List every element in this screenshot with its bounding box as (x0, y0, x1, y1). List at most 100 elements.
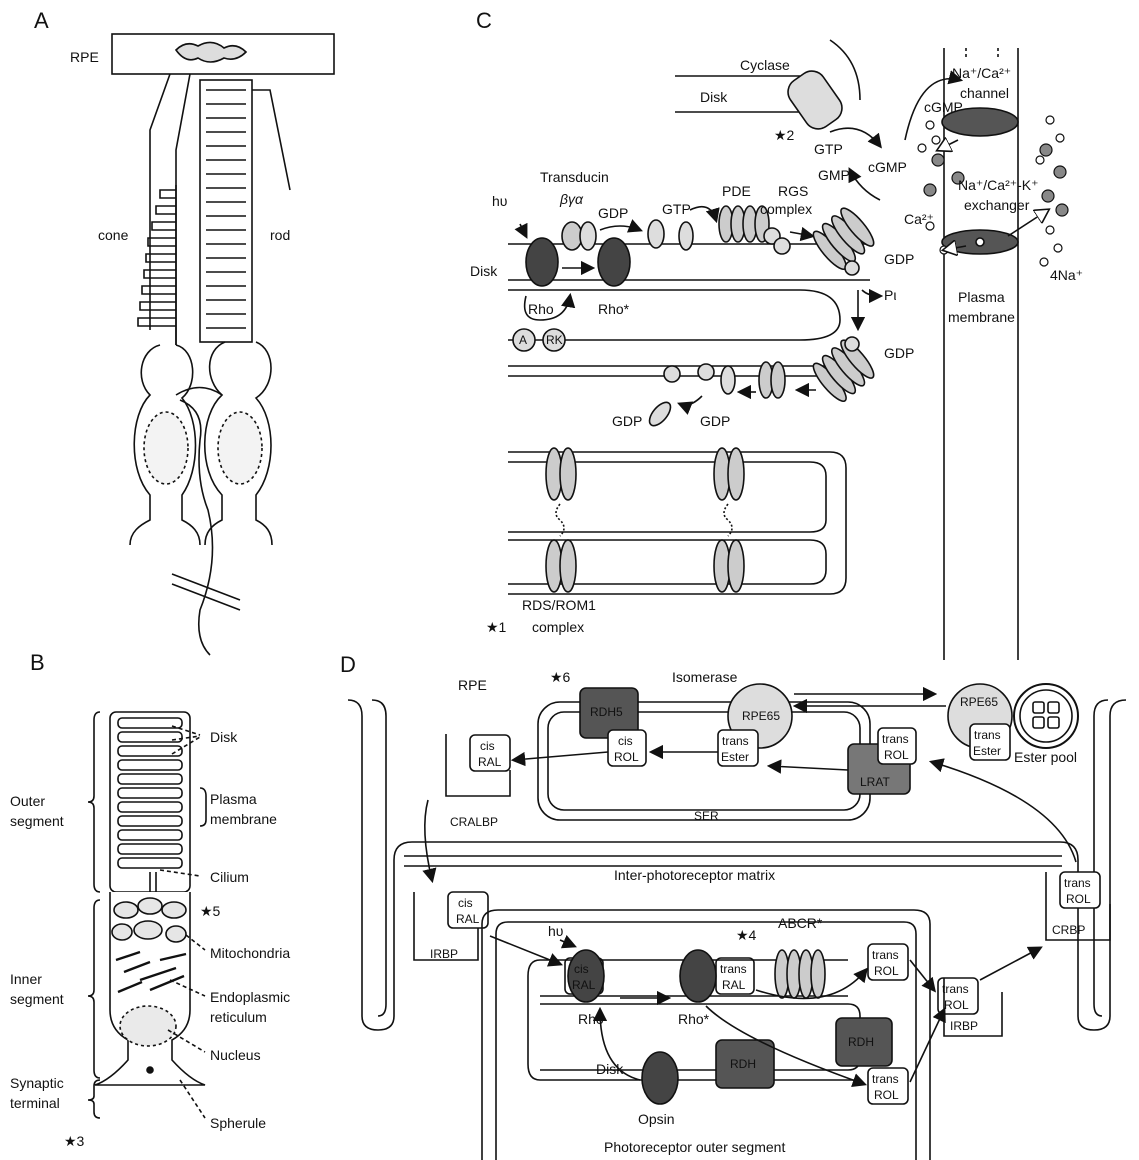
d-star4: ★4 (736, 927, 757, 943)
d-crbp-label: CRBP (1052, 923, 1085, 937)
d-trans-ester-b-trans: trans (974, 728, 1001, 742)
b-disk-label: Disk (210, 729, 238, 745)
c-pde-label: PDE (722, 183, 751, 199)
c-rgs-label-2: complex (760, 201, 812, 217)
d-crbp-rol: ROL (1066, 892, 1091, 906)
c-gdp5: GDP (612, 413, 642, 429)
c-pde-complex (809, 204, 878, 273)
d-rol-low-trans: trans (872, 1072, 899, 1086)
c-cyclase-tail (830, 40, 860, 100)
panel-c: C (470, 8, 1083, 660)
d-rpe-label: RPE (458, 677, 487, 693)
c-transducin (562, 222, 582, 250)
d-ester-pool-label: Ester pool (1014, 749, 1077, 765)
b-nucleus-label: Nucleus (210, 1047, 261, 1063)
d-irbp-2-label: IRBP (950, 1019, 978, 1033)
panel-a: A RPE cone rod (34, 8, 334, 655)
b-er-label-2: reticulum (210, 1009, 267, 1025)
rod-label: rod (270, 227, 290, 243)
c-rk-label: RK (546, 333, 563, 347)
b-inner-label-2: segment (10, 991, 64, 1007)
d-cralbp-ral: RAL (478, 755, 502, 769)
d-rho-ral: RAL (572, 978, 596, 992)
d-rpe65-b-label: RPE65 (960, 695, 998, 709)
d-rol-mid-rol: ROL (944, 998, 969, 1012)
b-mito-label: Mitochondria (210, 945, 290, 961)
c-rgs-label: RGS (778, 183, 808, 199)
rpe-nucleus (176, 42, 246, 62)
c-channel-label: Na⁺/Ca²⁺ (952, 65, 1011, 81)
rpe-label: RPE (70, 49, 99, 65)
c-rho-star (598, 238, 630, 286)
b-star5: ★5 (200, 903, 221, 919)
c-exchanger-label-2: exchanger (964, 197, 1030, 213)
c-rho-label: Rho (528, 301, 554, 317)
d-lrat-label: LRAT (860, 775, 890, 789)
b-star3: ★3 (64, 1133, 85, 1149)
d-irbp-ral: RAL (456, 912, 480, 926)
c-plasma-membrane (944, 48, 1018, 660)
b-spherule-label: Spherule (210, 1115, 266, 1131)
cone-label: cone (98, 227, 129, 243)
c-ca-label: Ca²⁺ (904, 211, 934, 227)
c-gdp2: GDP (884, 251, 914, 267)
c-rho (526, 238, 558, 286)
b-synaptic-vesicle (147, 1067, 153, 1073)
d-rol-low-rol: ROL (874, 1088, 899, 1102)
c-disk-mid-label: Disk (470, 263, 498, 279)
d-crbp-trans: trans (1064, 876, 1091, 890)
c-rds-label: RDS/ROM1 (522, 597, 596, 613)
rod-nucleus (218, 412, 262, 484)
panel-c-letter: C (476, 8, 492, 33)
cone-process (150, 74, 170, 330)
c-exchanger-label: Na⁺/Ca²⁺-K⁺ (958, 177, 1039, 193)
d-irbp-label: IRBP (430, 947, 458, 961)
c-transducin-label: Transducin (540, 169, 609, 185)
panel-d: D (340, 652, 1126, 1160)
panel-d-letter: D (340, 652, 356, 677)
d-ser-label: SER (694, 809, 719, 823)
panel-b: B (10, 650, 290, 1149)
c-gtp1: GTP (662, 201, 691, 217)
c-arrestin-label: A (519, 333, 527, 347)
c-gdp3: GDP (884, 345, 914, 361)
c-disk-top-label: Disk (700, 89, 728, 105)
c-disk-middle (508, 244, 870, 376)
c-rho-star-label: Rho* (598, 301, 630, 317)
d-hv: hυ (548, 923, 563, 939)
c-pi: Pι (884, 287, 896, 303)
c-cyclase-label: Cyclase (740, 57, 790, 73)
d-pos-label: Photoreceptor outer segment (604, 1139, 785, 1155)
b-inner-label: Inner (10, 971, 42, 987)
d-cis-rol-rol: ROL (614, 750, 639, 764)
panel-a-letter: A (34, 8, 49, 33)
d-lrat-trans: trans (882, 732, 909, 746)
d-rol-top-rol: ROL (874, 964, 899, 978)
d-cis-rol-cis: cis (618, 734, 633, 748)
b-outer-label-2: segment (10, 813, 64, 829)
cone-nucleus (144, 412, 188, 484)
d-star6: ★6 (550, 669, 571, 685)
d-cralbp-cis: cis (480, 739, 495, 753)
b-plasma-label-2: membrane (210, 811, 277, 827)
rod-outer-segment (200, 80, 252, 342)
b-outer-label: Outer (10, 793, 45, 809)
c-gmp: GMP (818, 167, 850, 183)
c-star2: ★2 (774, 127, 795, 143)
d-abcr-label: ABCR* (778, 915, 823, 931)
b-er-label: Endoplasmic (210, 989, 290, 1005)
c-channel-label-2: channel (960, 85, 1009, 101)
c-rds-rom1 (546, 448, 744, 592)
c-plasma-label-2: membrane (948, 309, 1015, 325)
d-rol-top-trans: trans (872, 948, 899, 962)
c-gtp-cyc: GTP (814, 141, 843, 157)
d-rho (568, 950, 604, 1002)
b-bracket-inner (88, 900, 100, 1078)
b-bracket-plasma (200, 788, 206, 826)
c-bga-label: βγα (559, 191, 584, 207)
b-bracket-outer (88, 712, 100, 892)
d-trans-ester-ester: Ester (721, 750, 749, 764)
c-cgmp-cyc: cGMP (868, 159, 907, 175)
d-rdh5-label: RDH5 (590, 705, 623, 719)
